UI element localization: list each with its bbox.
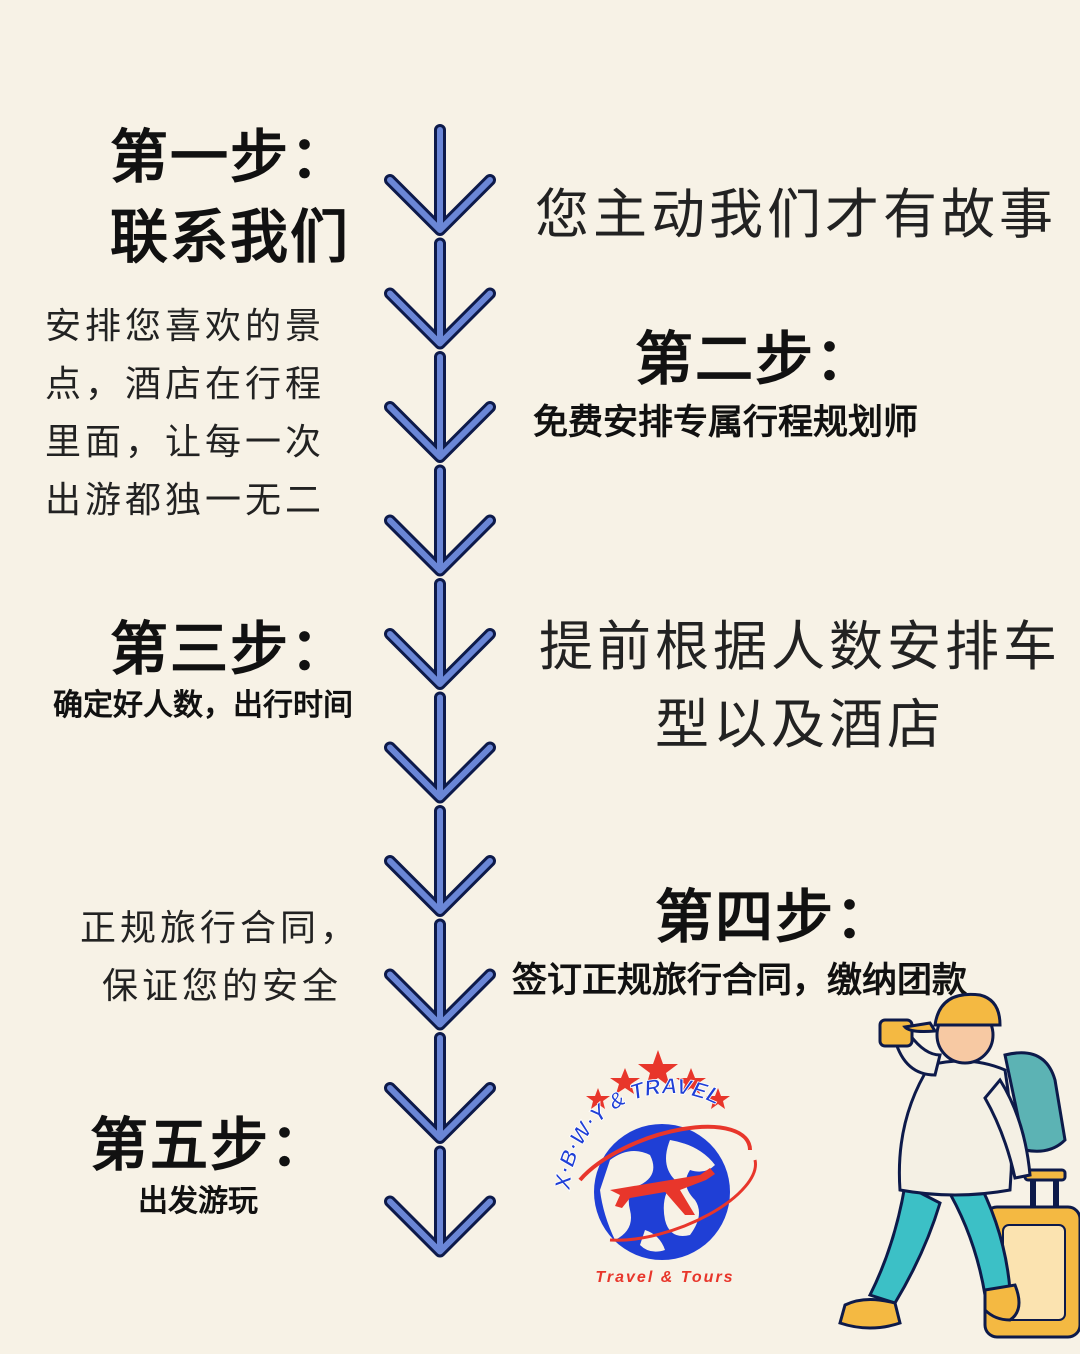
down-arrow-icon [384, 918, 496, 1031]
airplane-icon [610, 1168, 715, 1215]
arrow-column [384, 124, 496, 1258]
down-arrow-icon [384, 578, 496, 690]
step4-title: 第四步： [655, 883, 896, 951]
step3-subtitle: 确定好人数，出行时间 [53, 688, 353, 723]
step4-description: 正规旅行合同， 保证您的安全 [80, 900, 360, 1016]
step1-subtitle: 联系我们 [110, 203, 351, 271]
down-arrow-icon [384, 1032, 496, 1144]
step2-subtitle: 免费安排专属行程规划师 [533, 403, 919, 443]
step2-description-line: 里面，让每一次 [45, 422, 326, 463]
down-arrow-icon [384, 805, 496, 917]
star-icon [586, 1050, 730, 1109]
step2-title: 第二步： [635, 325, 876, 393]
step3-title: 第三步： [110, 615, 351, 683]
step3-description-line: 型以及酒店 [655, 693, 945, 756]
step3-description: 提前根据人数安排车 型以及酒店 [535, 608, 1065, 764]
step4-description-line: 保证您的安全 [102, 966, 343, 1007]
down-arrow-icon [384, 691, 496, 804]
down-arrow-icon [384, 124, 496, 236]
step2-description-line: 安排您喜欢的景 [45, 306, 326, 347]
step5-title: 第五步： [90, 1111, 331, 1179]
down-arrow-icon [384, 237, 496, 350]
step1-description: 您主动我们才有故事 [535, 183, 1057, 246]
step3-description-line: 提前根据人数安排车 [539, 615, 1061, 678]
step1-title: 第一步： [110, 123, 351, 191]
down-arrow-icon [384, 464, 496, 577]
down-arrow-icon [384, 351, 496, 463]
step4-subtitle: 签订正规旅行合同，缴纳团款 [512, 961, 968, 1001]
step4-description-line: 正规旅行合同， [80, 908, 361, 949]
logo-tagline: Travel & Tours [595, 1269, 734, 1286]
step5-subtitle: 出发游玩 [138, 1184, 258, 1219]
step2-description-line: 出游都独一无二 [45, 480, 326, 521]
step2-description: 安排您喜欢的景 点，酒店在行程 里面，让每一次 出游都独一无二 [45, 298, 325, 530]
step2-description-line: 点，酒店在行程 [45, 364, 326, 405]
down-arrow-icon [384, 1145, 496, 1258]
brand-logo: X·B·W·Y & TRAVEL Travel & Tours [549, 1040, 780, 1300]
traveler-illustration [835, 985, 1080, 1350]
